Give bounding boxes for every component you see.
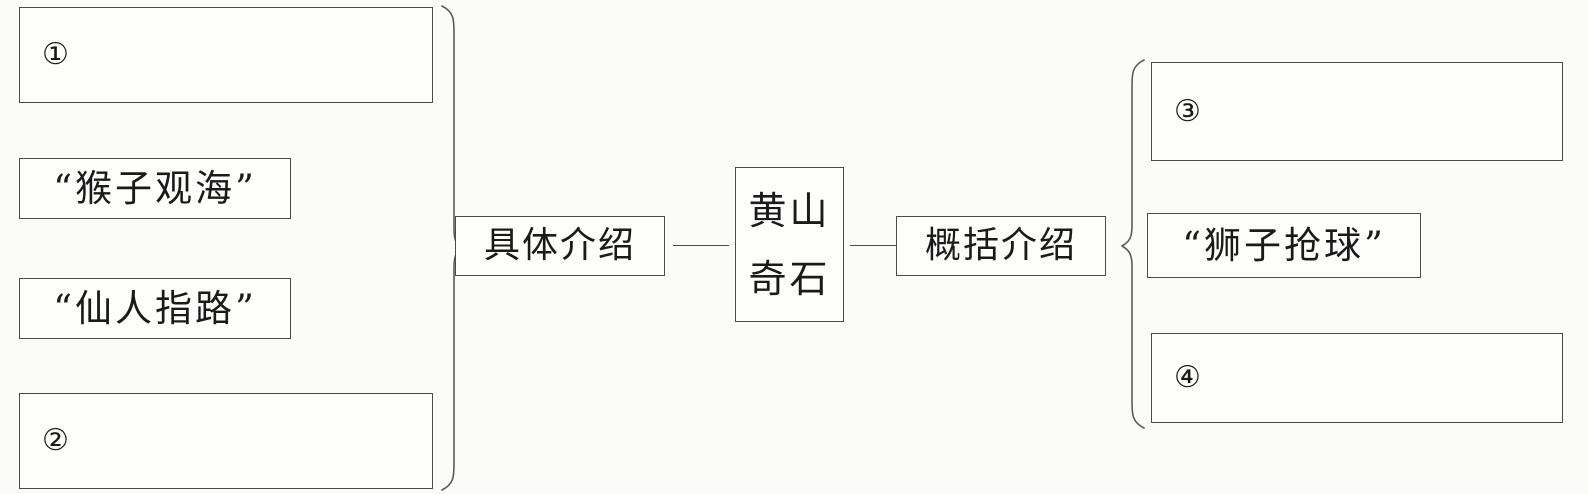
branch-label-general-introduction-text: 概括介绍: [924, 225, 1077, 266]
right-item-3-blank-box[interactable]: ④: [1151, 333, 1563, 423]
right-item-2-label: “狮子抢球”: [1182, 224, 1386, 267]
branch-label-detailed-introduction-text: 具体介绍: [483, 225, 636, 266]
branch-label-general-introduction[interactable]: 概括介绍: [896, 216, 1106, 276]
left-item-4-blank-box[interactable]: ②: [19, 393, 433, 489]
left-item-3-immortal-pointing-way[interactable]: “仙人指路”: [19, 278, 291, 339]
root-line-1: 黄山: [748, 188, 831, 233]
right-item-1-blank-box[interactable]: ③: [1151, 62, 1563, 161]
root-line-2: 奇石: [748, 256, 831, 301]
left-item-3-label: “仙人指路”: [53, 287, 257, 330]
left-item-2-monkey-watching-sea[interactable]: “猴子观海”: [19, 158, 291, 219]
branch-label-detailed-introduction[interactable]: 具体介绍: [455, 216, 665, 276]
left-item-2-label: “猴子观海”: [53, 167, 257, 210]
left-item-1-blank-box[interactable]: ①: [19, 7, 433, 103]
connector-right: [850, 245, 896, 246]
connector-left: [673, 245, 729, 246]
circled-number-2-icon: ②: [42, 423, 69, 458]
root-node-huangshan-strange-rocks[interactable]: 黄山 奇石: [735, 167, 844, 322]
circled-number-1-icon: ①: [42, 37, 69, 72]
circled-number-3-icon: ③: [1174, 93, 1201, 129]
circled-number-4-icon: ④: [1174, 360, 1201, 395]
right-item-2-lion-grabbing-ball[interactable]: “狮子抢球”: [1147, 213, 1421, 278]
right-brace: [1121, 59, 1145, 429]
